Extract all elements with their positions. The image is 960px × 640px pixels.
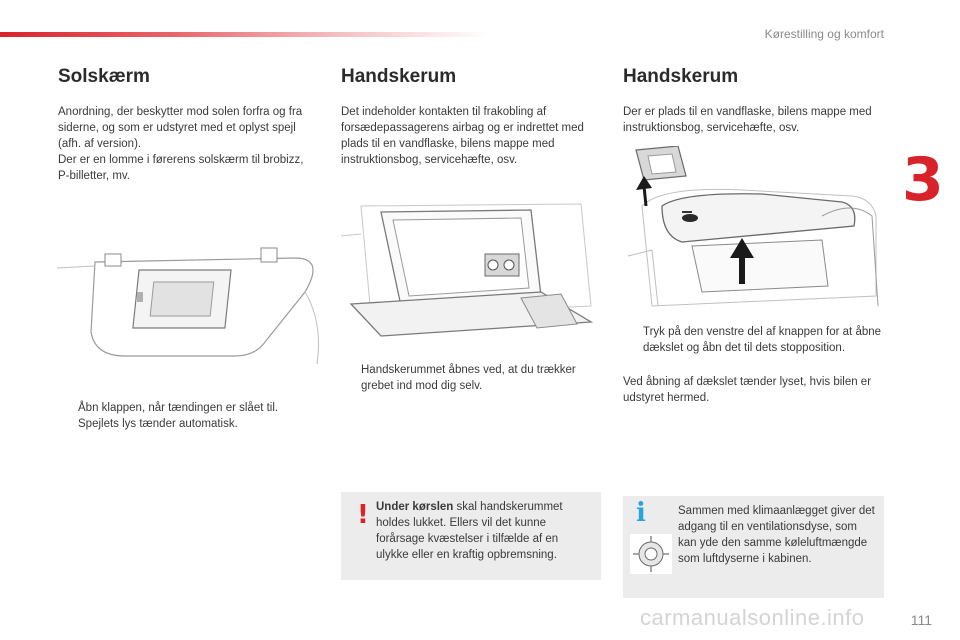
glovebox-open-illustration [341,203,594,337]
solskaerm-intro: Anordning, der beskytter mod solen forfr… [58,106,303,150]
header-accent-bar [0,32,490,37]
page-number: 111 [910,612,932,628]
warning-box: ! Under kørslen skal handskerummet holde… [341,492,601,580]
handskerum-1-bullet-text: Handskerummet åbnes ved, at du trækker g… [361,364,576,392]
handskerum-1-bullet: Handskerummet åbnes ved, at du trækker g… [341,362,606,394]
vent-icon [630,534,672,574]
solskaerm-bullet: Åbn klappen, når tændingen er slået til.… [58,400,318,432]
solskaerm-bullet-text: Åbn klappen, når tændingen er slået til.… [78,402,279,430]
info-box: i Sammen med klimaanlægget giver det adg… [623,496,884,598]
section-title: Kørestilling og komfort [764,27,884,41]
warning-bold: Under kørslen [376,501,454,513]
handskerum-2-bullet-text: Tryk på den venstre del af knappen for a… [643,326,882,354]
handskerum-2-intro: Der er plads til en vandflaske, bilens m… [623,106,872,134]
handskerum-2-after: Ved åbning af dækslet tænder lyset, hvis… [623,376,872,404]
info-text: Sammen med klimaanlægget giver det adgan… [678,505,875,565]
heading-solskaerm: Solskærm [58,66,150,87]
handskerum-2-bullet: Tryk på den venstre del af knappen for a… [623,324,883,356]
info-icon: i [636,498,646,528]
warning-icon: ! [357,500,369,530]
chapter-number: 3 [902,145,944,215]
warning-text: Under kørslen skal handskerummet holdes … [376,499,586,563]
heading-handskerum-1: Handskerum [341,66,457,87]
glovebox-cover-illustration [627,146,879,307]
heading-handskerum-2: Handskerum [623,66,739,87]
sun-visor-illustration [56,247,319,365]
warning-body: skal handskerummet holdes lukket. Ellers… [376,501,563,561]
solskaerm-intro-2: Der er en lomme i førerens solskærm til … [58,154,304,182]
handskerum-1-intro: Det indeholder kontakten til frakobling … [341,106,584,166]
watermark-text: carmanualsonline.info [640,605,865,630]
